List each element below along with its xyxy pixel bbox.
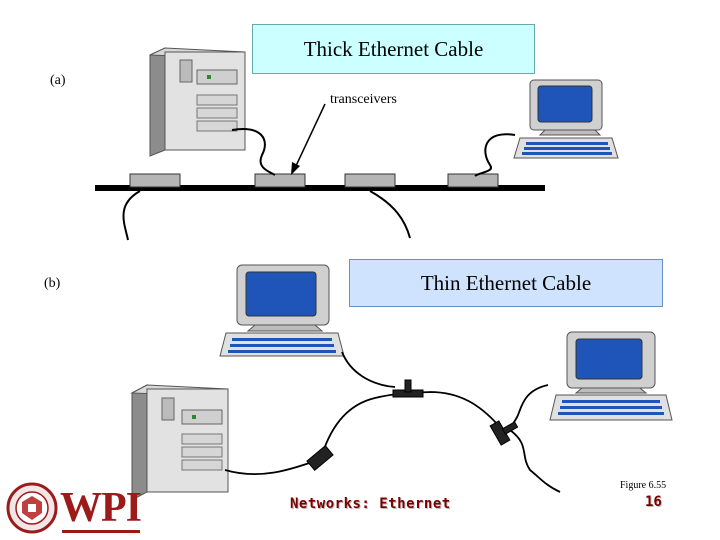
logo-underline bbox=[62, 530, 140, 533]
part-b-label: (b) bbox=[44, 276, 61, 291]
t-connector-1 bbox=[392, 379, 424, 398]
t-connector-3 bbox=[306, 444, 334, 472]
drop-cable-stub-1 bbox=[122, 190, 141, 241]
transceiver-3 bbox=[344, 173, 396, 188]
figure-label: Figure 6.55 bbox=[620, 480, 667, 491]
server-tower-a bbox=[149, 47, 246, 157]
thin-cable-server-link bbox=[224, 459, 319, 476]
footer-title: Networks: Ethernet bbox=[290, 496, 451, 512]
page-number: 16 bbox=[645, 494, 662, 510]
drop-cable-stub-2 bbox=[369, 190, 411, 239]
thin-ethernet-title-box: Thin Ethernet Cable bbox=[349, 259, 663, 307]
server-tower-b bbox=[130, 384, 229, 501]
transceivers-pointer-arrow bbox=[291, 103, 326, 175]
part-a-label: (a) bbox=[50, 73, 66, 88]
transceiver-4 bbox=[447, 173, 499, 188]
transceivers-label: transceivers bbox=[330, 92, 397, 107]
transceiver-2 bbox=[254, 173, 306, 188]
workstation-b-right bbox=[549, 331, 673, 421]
workstation-b-left bbox=[219, 264, 345, 357]
thin-cable-left-drop bbox=[341, 351, 396, 388]
wpi-logo-text: WPI bbox=[60, 485, 142, 531]
thin-cable-right-drop bbox=[509, 384, 549, 429]
wpi-seal-logo bbox=[6, 482, 58, 534]
wpi-logo: WPI bbox=[60, 484, 142, 532]
thick-ethernet-title: Thick Ethernet Cable bbox=[303, 36, 484, 61]
seal-icon bbox=[6, 482, 58, 534]
t-connector-2 bbox=[489, 420, 519, 446]
thick-backbone-cable bbox=[95, 185, 545, 191]
transceiver-1 bbox=[129, 173, 181, 188]
thin-cable-main bbox=[321, 391, 499, 456]
drop-cable-server bbox=[231, 128, 276, 176]
thin-cable-end bbox=[509, 429, 561, 493]
workstation-a bbox=[513, 79, 619, 159]
drop-cable-workstation bbox=[474, 133, 516, 177]
thin-ethernet-title: Thin Ethernet Cable bbox=[420, 270, 592, 295]
thick-ethernet-title-box: Thick Ethernet Cable bbox=[252, 24, 535, 74]
